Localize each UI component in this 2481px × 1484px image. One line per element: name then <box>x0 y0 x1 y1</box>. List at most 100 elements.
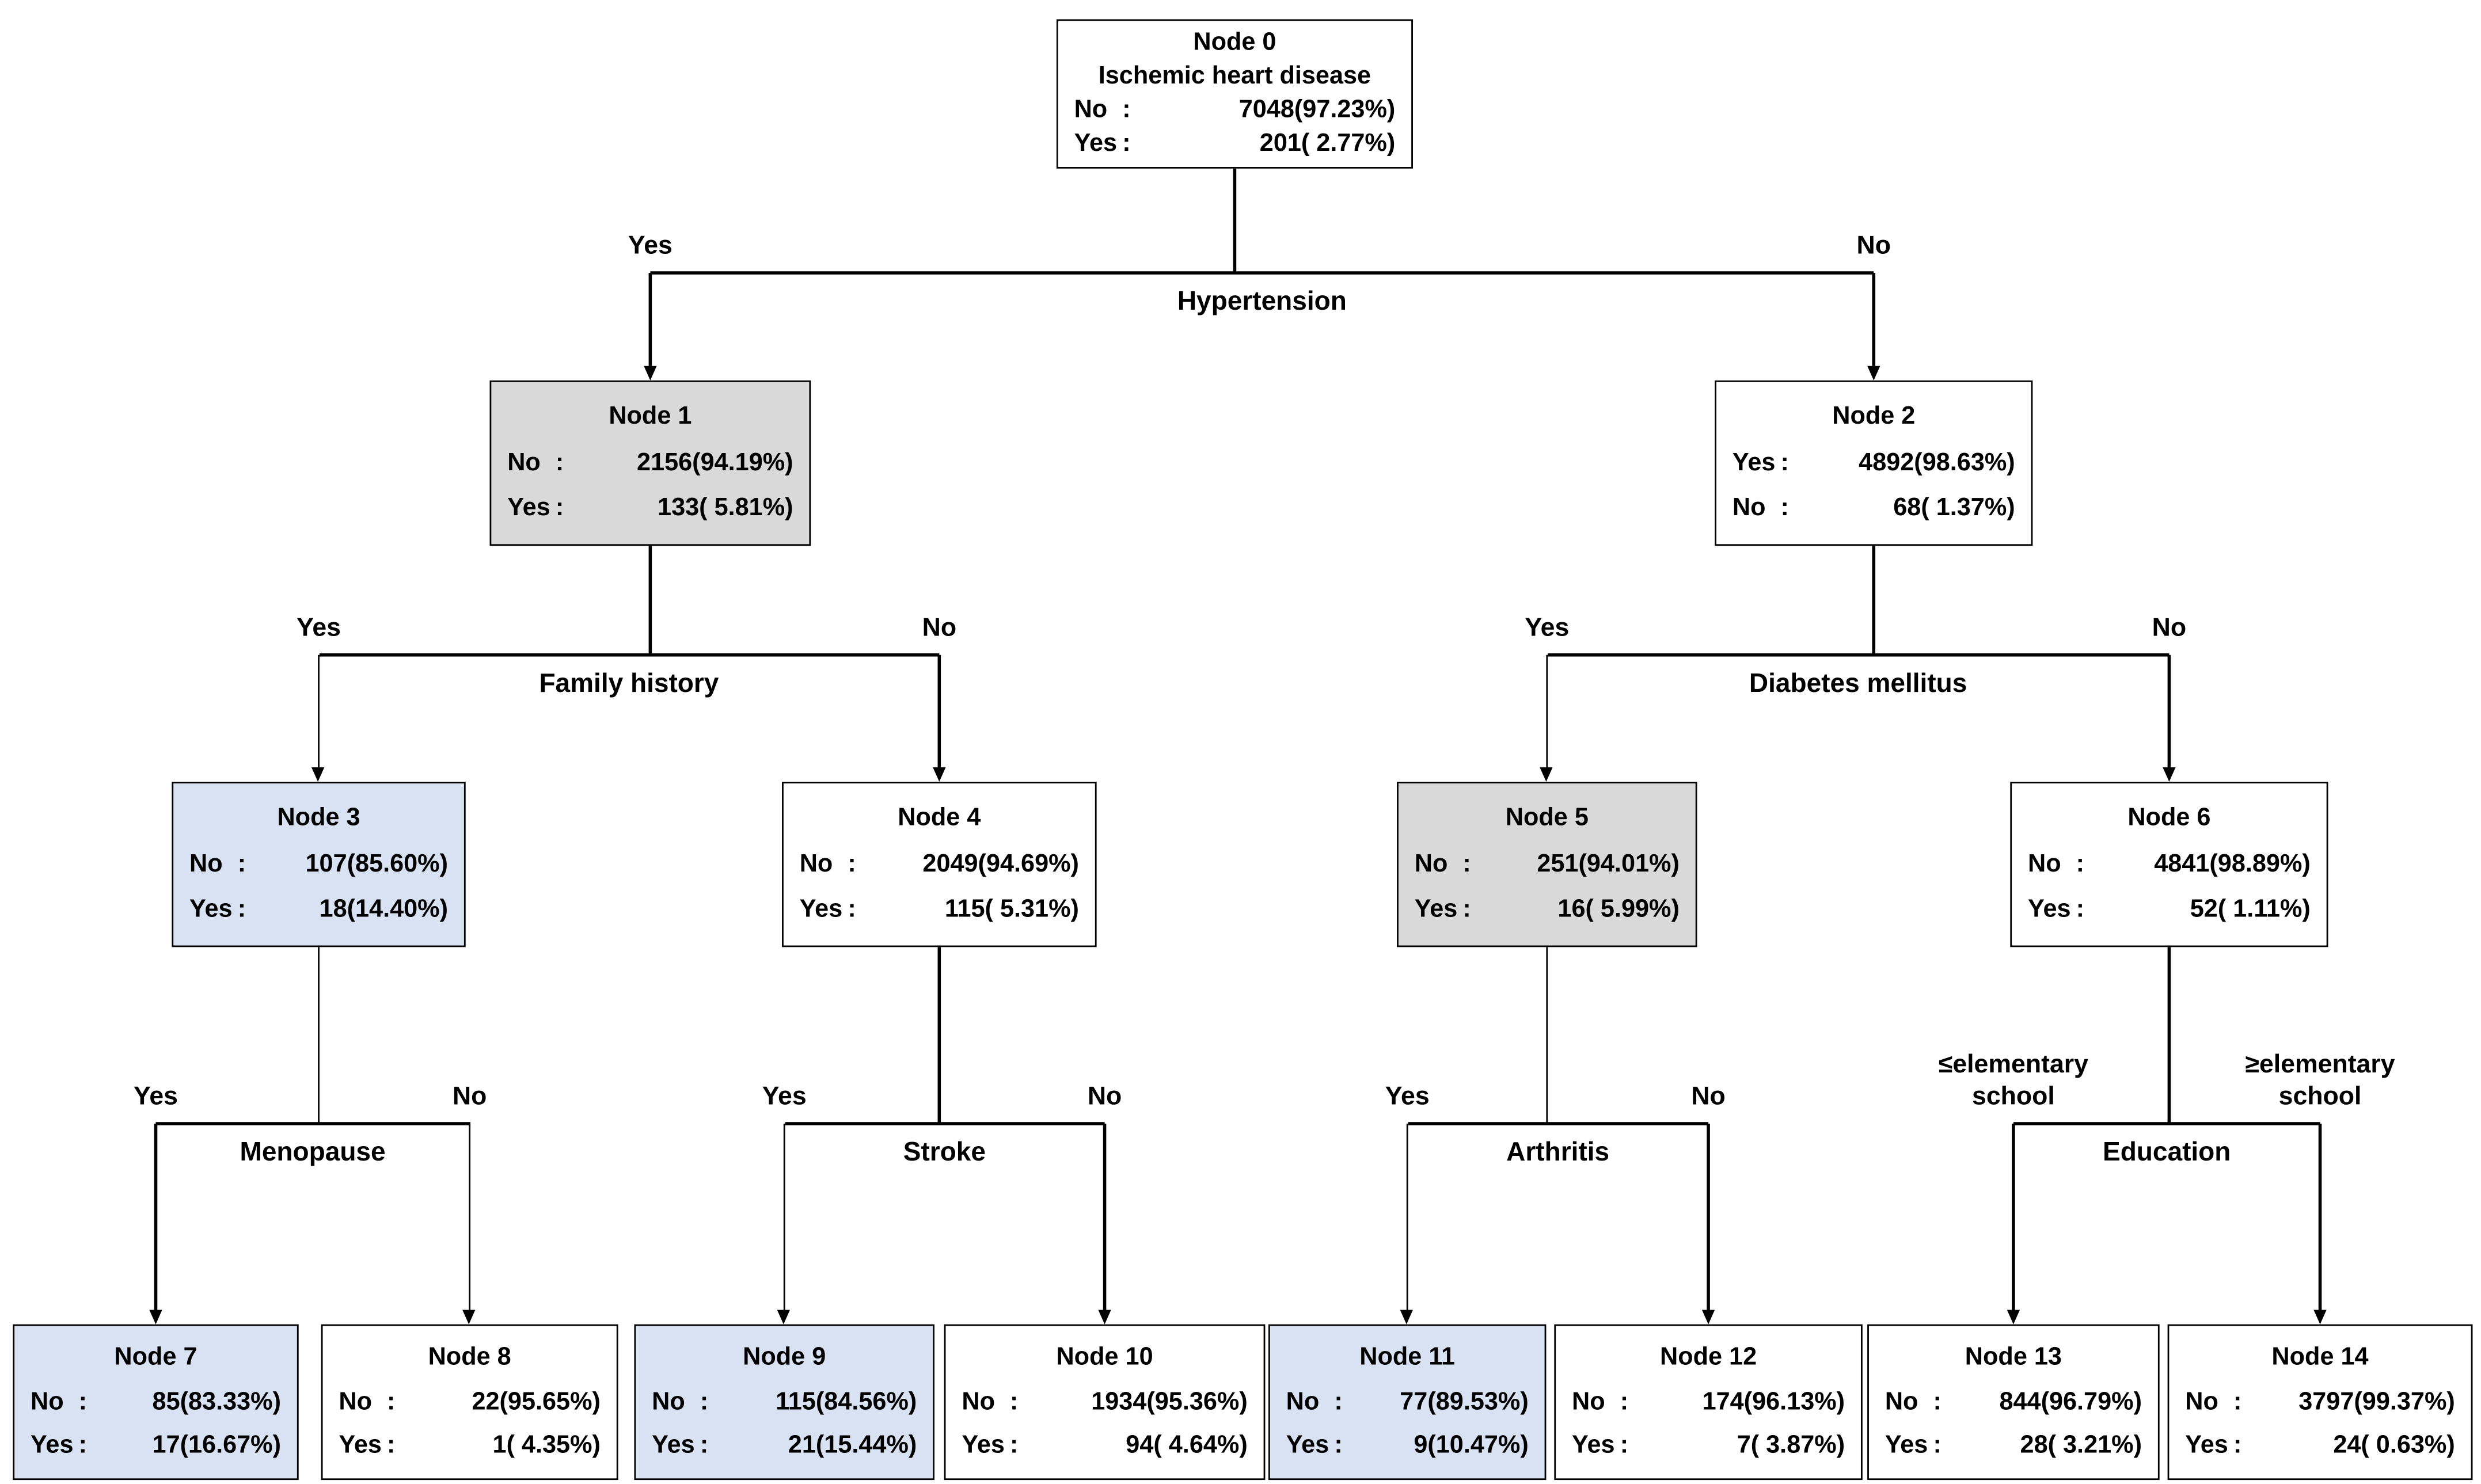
colon-separator: : <box>555 494 564 523</box>
outcome-value: 21(15.44%) <box>788 1431 917 1459</box>
outcome-value: 115(84.56%) <box>776 1388 917 1415</box>
outcome-value: 85(83.33%) <box>152 1388 282 1415</box>
node-7-row-no: No:85(83.33%) <box>31 1388 281 1417</box>
colon-separator: : <box>1122 96 1131 124</box>
outcome-label: Yes <box>1074 130 1118 158</box>
outcome-label: Yes <box>799 896 843 924</box>
node-8-row-no: No:22(95.65%) <box>339 1388 601 1417</box>
outcome-label: No <box>507 448 541 477</box>
colon-separator: : <box>1010 1431 1019 1459</box>
colon-separator: : <box>700 1431 709 1459</box>
split-variable-label: Menopause <box>240 1138 386 1167</box>
outcome-label: No <box>1286 1388 1320 1415</box>
arrow-down-icon <box>2161 766 2175 781</box>
outcome-label: Yes <box>1414 896 1458 924</box>
outcome-label: No <box>1885 1388 1918 1415</box>
edge-bar-family-history <box>318 653 940 657</box>
edge-stem-node-2 <box>1872 546 1875 655</box>
node-8-title: Node 8 <box>428 1344 511 1372</box>
colon-separator: : <box>848 850 856 878</box>
node-0-title: Node 0 <box>1193 29 1276 56</box>
outcome-value: 24( 0.63%) <box>2333 1431 2455 1459</box>
edge-drop-node-5 <box>1545 655 1549 767</box>
node-10-row-yes: Yes:94( 4.64%) <box>962 1432 1247 1460</box>
branch-label-right-split-4: No <box>1087 1083 1122 1111</box>
branch-label-left-split-2: Yes <box>1525 615 1570 642</box>
colon-separator: : <box>2076 896 2085 924</box>
split-variable-label: Diabetes mellitus <box>1749 669 1967 699</box>
node-11-row-no: No:77(89.53%) <box>1286 1388 1529 1417</box>
split-variable-label: Family history <box>539 669 719 699</box>
node-13-title: Node 13 <box>1965 1344 2062 1372</box>
node-1-row-yes: Yes:133( 5.81%) <box>507 495 793 524</box>
arrow-down-icon <box>148 1309 162 1324</box>
edge-bar-arthritis <box>1407 1121 1709 1126</box>
outcome-value: 7( 3.87%) <box>1737 1431 1845 1459</box>
arrow-down-icon <box>643 365 656 380</box>
outcome-value: 52( 1.11%) <box>2190 896 2311 924</box>
node-1-title: Node 1 <box>609 402 692 431</box>
outcome-label: Yes <box>507 494 550 523</box>
node-2-row-yes: Yes:4892(98.63%) <box>1732 449 2015 478</box>
colon-separator: : <box>555 448 564 477</box>
branch-label-left-split-4: Yes <box>762 1083 807 1111</box>
outcome-label: No <box>1414 850 1448 878</box>
edge-stem-node-6 <box>2168 947 2171 1124</box>
node-7-row-yes: Yes:17(16.67%) <box>31 1432 281 1460</box>
outcome-label: No <box>339 1388 373 1415</box>
outcome-label: Yes <box>30 1431 74 1459</box>
branch-label-right-split-6: ≥elementary school <box>2245 1051 2395 1111</box>
arrow-down-icon <box>932 766 945 781</box>
outcome-label: Yes <box>2185 1431 2228 1459</box>
node-0-row-yes: Yes:201( 2.77%) <box>1074 130 1396 159</box>
outcome-label: No <box>962 1388 996 1415</box>
outcome-value: 844(96.79%) <box>1999 1388 2142 1415</box>
arrow-down-icon <box>1097 1309 1111 1324</box>
edge-drop-node-13 <box>2012 1124 2015 1310</box>
edge-bar-diabetes-mellitus <box>1547 653 2170 657</box>
colon-separator: : <box>2233 1388 2242 1415</box>
node-11-title: Node 11 <box>1359 1344 1456 1372</box>
node-12-row-yes: Yes:7( 3.87%) <box>1572 1432 1845 1460</box>
outcome-label: Yes <box>1572 1431 1615 1459</box>
colon-separator: : <box>1122 130 1131 158</box>
outcome-value: 174(96.13%) <box>1702 1388 1845 1415</box>
branch-label-right-split-1: No <box>922 615 957 642</box>
edge-drop-node-12 <box>1707 1124 1710 1310</box>
outcome-value: 22(95.65%) <box>472 1388 601 1415</box>
colon-separator: : <box>387 1431 396 1459</box>
node-14-row-yes: Yes:24( 0.63%) <box>2185 1432 2455 1460</box>
colon-separator: : <box>237 896 246 924</box>
node-14-title: Node 14 <box>2271 1344 2369 1372</box>
node-1: Node 1 No:2156(94.19%) Yes:133( 5.81%) <box>489 380 811 546</box>
node-9-row-no: No:115(84.56%) <box>652 1388 917 1417</box>
colon-separator: : <box>1620 1388 1629 1415</box>
node-5-title: Node 5 <box>1505 804 1589 832</box>
arrow-down-icon <box>462 1309 476 1324</box>
outcome-label: No <box>1732 494 1766 523</box>
node-4-title: Node 4 <box>898 804 981 832</box>
split-variable-label: Education <box>2102 1138 2231 1167</box>
node-6-row-no: No:4841(98.89%) <box>2028 850 2311 879</box>
colon-separator: : <box>78 1431 88 1459</box>
node-2-title: Node 2 <box>1832 402 1916 431</box>
edge-drop-node-1 <box>648 273 652 366</box>
node-1-row-no: No:2156(94.19%) <box>507 449 793 478</box>
outcome-label: No <box>1074 96 1108 124</box>
node-13-row-yes: Yes:28( 3.21%) <box>1885 1432 2142 1460</box>
node-12-row-no: No:174(96.13%) <box>1572 1388 1845 1417</box>
branch-label-left-split-1: Yes <box>297 615 341 642</box>
outcome-label: Yes <box>189 896 233 924</box>
node-3-row-no: No:107(85.60%) <box>189 850 448 879</box>
outcome-label: No <box>799 850 833 878</box>
outcome-value: 4841(98.89%) <box>2154 850 2311 878</box>
arrow-down-icon <box>1866 365 1880 380</box>
edge-drop-node-9 <box>782 1124 786 1310</box>
edge-stem-node-4 <box>937 947 941 1124</box>
